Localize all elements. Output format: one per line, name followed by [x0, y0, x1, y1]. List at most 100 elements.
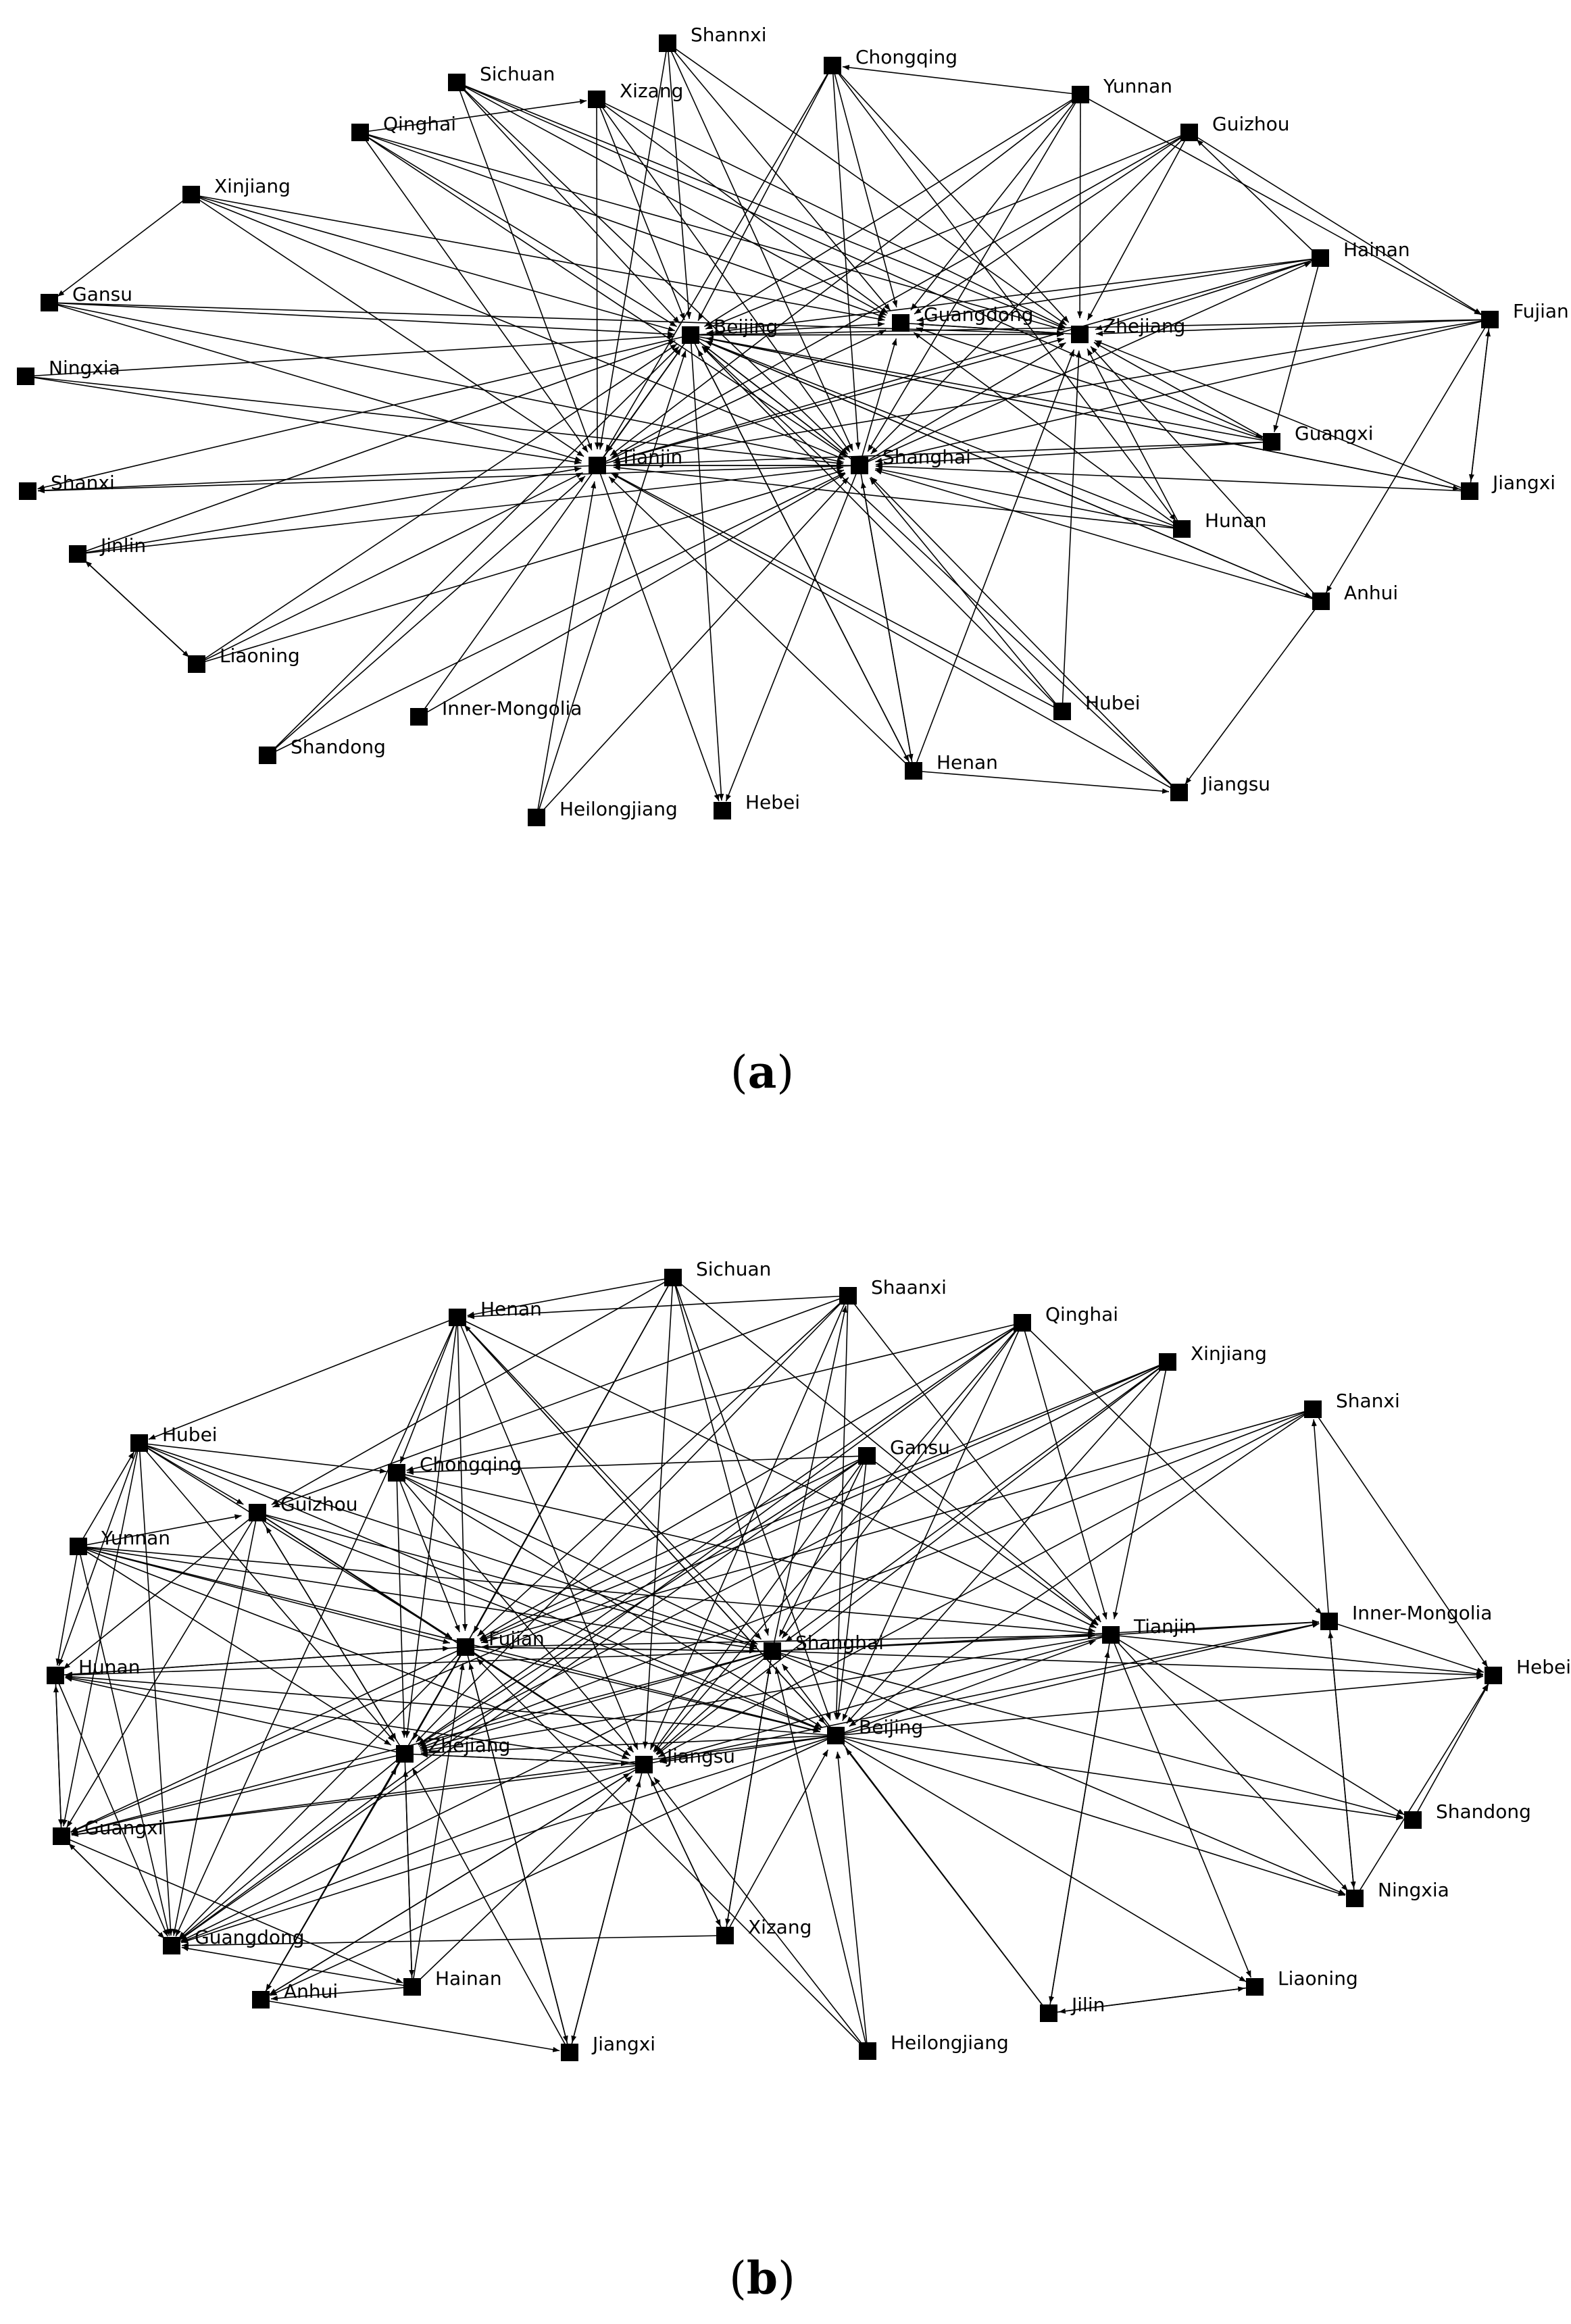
node-hunan: Hunan [1173, 509, 1266, 538]
edge-shanghai-to-jiangsu [655, 1650, 773, 1754]
node-marker-heilongjiang [859, 2042, 876, 2060]
edge-hunan-to-fujian [55, 1646, 450, 1676]
node-label-beijing: Beijing [714, 315, 778, 338]
node-label-qinghai: Qinghai [1045, 1303, 1118, 1325]
node-beijing: Beijing [682, 315, 778, 344]
edge-heilongjiang-to-beijing [835, 1751, 868, 2052]
edge-guizhou-to-hunan [63, 1512, 258, 1670]
node-label-jiangsu: Jiangsu [666, 1745, 735, 1767]
node-marker-inner-mongolia [1320, 1613, 1338, 1630]
edge-chongqing-to-shanghai [396, 1472, 758, 1645]
edge-guangxi-to-hainan [61, 1836, 403, 1984]
edge-jilin-to-liaoning [1048, 1986, 1245, 2014]
edge-guizhou-to-guangdong [172, 1512, 258, 1936]
edge-qinghai-to-guangdong [179, 1322, 1023, 1940]
edge-qinghai-to-zhejiang [418, 1322, 1023, 1745]
node-jiangxi: Jiangxi [561, 2033, 655, 2061]
edge-fujian-to-guangdong [178, 1646, 466, 1939]
edge-jiangsu-to-guangdong [180, 1764, 645, 1943]
node-label-guizhou: Guizhou [280, 1493, 358, 1515]
edge-hainan-to-guizhou [1196, 138, 1321, 259]
node-marker-yunnan [70, 1538, 87, 1555]
node-marker-chongqing [388, 1464, 405, 1482]
node-label-ningxia: Ningxia [1378, 1879, 1449, 1901]
node-marker-hainan [403, 1978, 421, 1996]
edge-hunan-to-tianjin [613, 465, 1182, 530]
node-marker-gansu [858, 1447, 876, 1465]
node-label-shanxi: Shanxi [51, 472, 115, 494]
edge-heilongjiang-to-beijing [536, 350, 687, 818]
edge-henan-to-hubei [148, 1317, 458, 1440]
node-marker-qinghai [351, 124, 369, 141]
node-jiangxi: Jiangxi [1461, 472, 1555, 500]
node-liaoning: Liaoning [188, 645, 300, 673]
node-hubei: Hubei [1053, 692, 1141, 720]
node-label-beijing: Beijing [859, 1716, 923, 1738]
node-label-hunan: Hunan [78, 1656, 140, 1678]
node-label-jiangxi: Jiangxi [1491, 472, 1555, 494]
node-marker-sichuan [448, 74, 466, 91]
node-gansu: Gansu [41, 283, 132, 311]
edge-qinghai-to-beijing [359, 132, 677, 328]
node-label-xizang: Xizang [748, 1916, 812, 1938]
edge-hubei-to-beijing [701, 346, 1063, 712]
edge-fujian-to-jiangsu [465, 1646, 631, 1757]
node-marker-fujian [1481, 311, 1499, 328]
node-marker-guangxi [53, 1827, 70, 1845]
node-label-xizang: Xizang [620, 80, 683, 102]
edge-jiangxi-to-fujian [1469, 329, 1491, 492]
edge-hubei-to-zhejiang [1062, 350, 1082, 712]
edge-jiangxi-to-fujian [468, 1663, 570, 2053]
node-marker-tianjin [1102, 1626, 1120, 1644]
edge-sichuan-to-guizhou [271, 1277, 674, 1505]
edge-shannxi-to-beijing [667, 43, 692, 320]
edge-henan-to-tianjin [457, 1317, 1097, 1629]
node-label-yunnan: Yunnan [101, 1527, 170, 1549]
panel-b-caption: (b) [729, 2252, 795, 2304]
edge-gansu-to-beijing [49, 302, 675, 337]
edge-yunnan-to-guizhou [78, 1514, 242, 1547]
edge-anhui-to-zhejiang [260, 1767, 397, 2000]
node-anhui: Anhui [1312, 582, 1398, 610]
edge-sichuan-to-zhejiang [456, 82, 1066, 329]
edge-jiangsu-to-inner-mongolia [643, 1622, 1320, 1765]
node-label-sichuan: Sichuan [480, 63, 555, 85]
edge-tianjin-to-shandong [1110, 1634, 1405, 1815]
node-hebei: Hebei [714, 791, 800, 819]
edge-qinghai-to-fujian [479, 1322, 1023, 1640]
panel-b-caption-letter: b [747, 2252, 778, 2304]
edge-shandong-to-tianjin [267, 476, 586, 756]
panel-a-caption-letter: a [748, 1046, 777, 1098]
edge-shanghai-to-hebei [725, 465, 860, 802]
node-label-shannxi: Shannxi [691, 24, 767, 46]
node-ningxia: Ningxia [17, 357, 120, 385]
edge-hainan-to-anhui [270, 1986, 413, 2001]
node-label-tianjin: Tianjin [620, 446, 682, 468]
node-label-chongqing: Chongqing [855, 46, 957, 68]
edge-xinjiang-to-gansu [57, 194, 192, 297]
edge-fujian-to-anhui [1326, 319, 1491, 593]
node-henan: Henan [449, 1298, 542, 1326]
node-label-inner-mongolia: Inner-Mongolia [1352, 1602, 1492, 1624]
node-marker-shandong [1404, 1811, 1422, 1829]
edge-shandong-to-hebei [1412, 1684, 1489, 1821]
node-label-ningxia: Ningxia [49, 357, 120, 379]
node-label-hubei: Hubei [1085, 692, 1141, 714]
edge-hubei-to-shanghai [869, 478, 1063, 712]
edge-qinghai-to-shanghai [359, 132, 847, 457]
node-qinghai: Qinghai [351, 113, 456, 141]
node-shandong: Shandong [259, 736, 386, 764]
edge-chongqing-to-beijing [396, 1472, 822, 1728]
edge-tianjin-to-hebei [1110, 1634, 1484, 1677]
node-marker-jinlin [69, 545, 86, 563]
node-label-tianjin: Tianjin [1133, 1615, 1196, 1638]
node-label-shandong: Shandong [291, 736, 386, 758]
edge-hubei-to-guangdong [139, 1442, 174, 1936]
edge-shanghai-to-zhejiang [859, 342, 1066, 466]
edge-hunan-to-shanghai [875, 467, 1182, 530]
edge-chongqing-to-shanghai [832, 65, 861, 450]
edge-beijing-to-guangdong [690, 321, 885, 336]
edge-guizhou-to-shanghai [257, 1512, 757, 1648]
edge-xinjiang-to-jiangsu [656, 1361, 1168, 1756]
